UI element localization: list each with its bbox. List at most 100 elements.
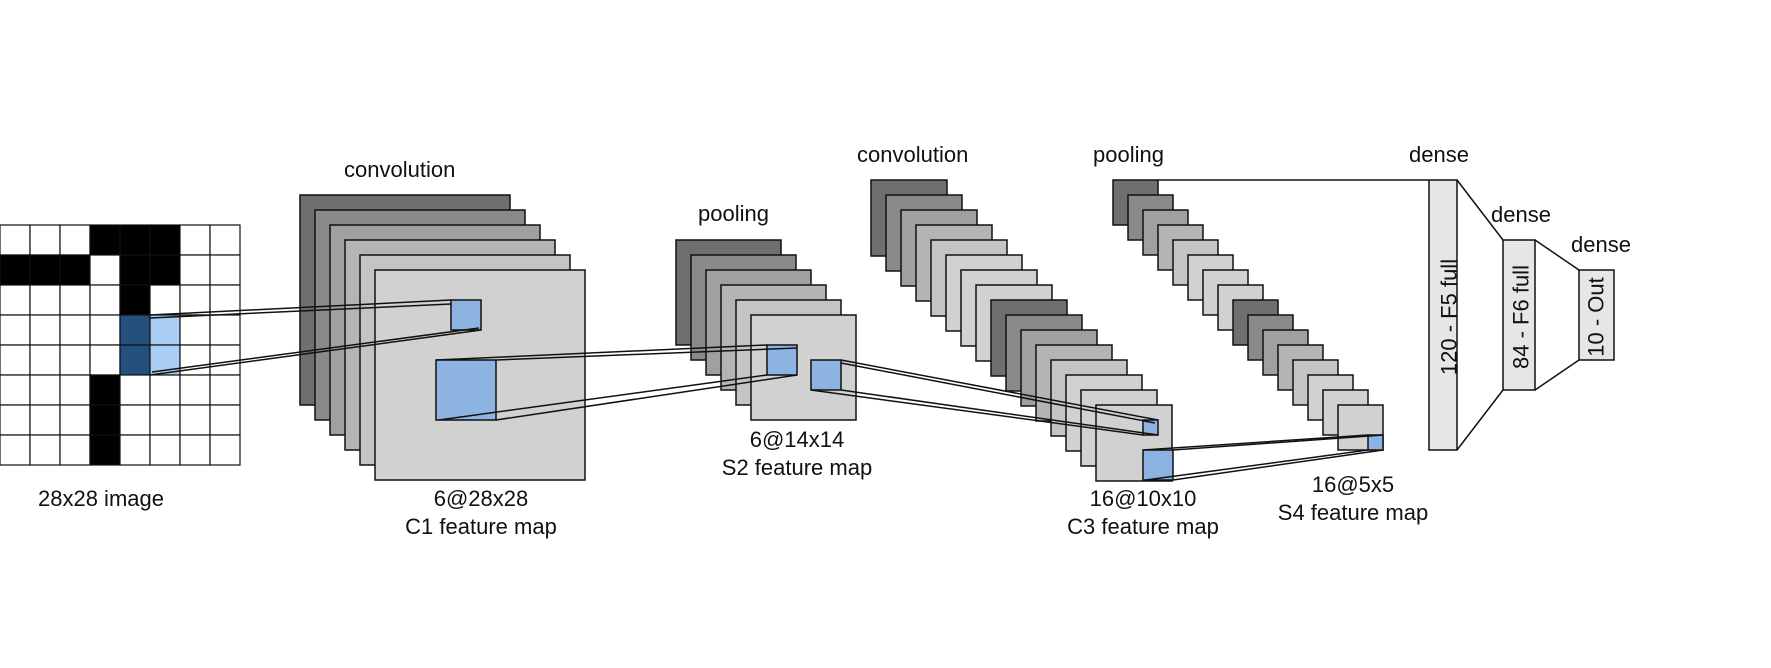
conv1-label: convolution (344, 157, 455, 182)
input-pixel (179, 434, 211, 466)
input-pixel (0, 374, 31, 406)
c3-feature-map-stack (870, 179, 1174, 482)
input-pixel (119, 404, 151, 436)
input-pixel (29, 344, 61, 376)
input-pixel (59, 224, 91, 256)
input-pixel (179, 374, 211, 406)
connector-line (1142, 434, 1369, 451)
connector-line (1172, 434, 1384, 451)
input-pixel (179, 314, 211, 346)
dense2-label: dense (1491, 202, 1551, 227)
input-pixel (0, 404, 31, 436)
input-pixel (0, 284, 31, 316)
input-pixel (29, 314, 61, 346)
out-dense-layer (1578, 269, 1615, 361)
input-pixel (29, 224, 61, 256)
input-pixel (209, 434, 241, 466)
input-pixel (149, 434, 181, 466)
c1-feature-map-stack (299, 194, 586, 481)
input-pixel (29, 284, 61, 316)
c3-kernel-cell (1142, 419, 1159, 436)
input-pixel (209, 374, 241, 406)
input-caption: 28x28 image (38, 486, 164, 511)
input-pixel (149, 374, 181, 406)
input-pixel (149, 284, 181, 316)
input-pixel (59, 314, 91, 346)
input-pixel (89, 314, 121, 346)
input-pixel (0, 314, 31, 346)
input-pixel (0, 434, 31, 466)
input-pixel (209, 344, 241, 376)
input-pixel (119, 374, 151, 406)
f6-label: 84 - F6 full (1509, 265, 1534, 369)
input-pixel (119, 314, 151, 346)
input-pixel (89, 434, 121, 466)
c3-feature-map (1095, 404, 1173, 482)
connector-line (435, 344, 768, 361)
s4-feature-map-stack (1112, 179, 1384, 451)
c1-dims: 6@28x28 (434, 486, 529, 511)
connector-line (840, 359, 1159, 421)
s2-feature-map-stack (675, 239, 857, 421)
connector-line (810, 389, 1144, 436)
input-pixel (179, 224, 211, 256)
input-image-grid (0, 224, 241, 466)
connection-lines (149, 179, 1580, 481)
s4-pool-cell (1367, 434, 1384, 451)
input-pixel (149, 404, 181, 436)
connector-line (495, 347, 798, 361)
f5-label: 120 - F5 full (1437, 259, 1462, 375)
connector-line (1534, 359, 1580, 391)
f6-dense-layer (1502, 239, 1536, 391)
s4-name: S4 feature map (1278, 500, 1428, 525)
connector-line (149, 303, 452, 319)
connector-line (1534, 239, 1580, 271)
out-label: 10 - Out (1584, 277, 1609, 356)
f5-dense-layer (1428, 179, 1458, 451)
input-pixel (29, 374, 61, 406)
s2-pool-cell (766, 344, 798, 376)
s2-name: S2 feature map (722, 455, 872, 480)
s2-kernel-window (810, 359, 842, 391)
pool2-label: pooling (1093, 142, 1164, 167)
input-pixel (59, 254, 91, 286)
input-pixel (119, 284, 151, 316)
connector-line (840, 362, 1156, 424)
connector-line (1172, 449, 1384, 481)
input-pixel (149, 314, 181, 346)
connector-line (149, 329, 482, 376)
c3-dims: 16@10x10 (1090, 486, 1197, 511)
input-pixel (0, 224, 31, 256)
input-pixel (89, 284, 121, 316)
connector-line (1456, 389, 1504, 451)
connector-line (840, 389, 1159, 436)
pool1-label: pooling (698, 201, 769, 226)
input-pixel (0, 344, 31, 376)
input-pixel (29, 434, 61, 466)
input-pixel (29, 404, 61, 436)
input-pixel (179, 404, 211, 436)
input-pixel (119, 224, 151, 256)
s2-dims: 6@14x14 (750, 427, 845, 452)
input-pixel (209, 224, 241, 256)
dense3-label: dense (1571, 232, 1631, 257)
input-pixel (59, 344, 91, 376)
input-pixel (89, 254, 121, 286)
input-pixel (59, 434, 91, 466)
c3-pool-region (1142, 449, 1174, 481)
input-pixel (149, 254, 181, 286)
input-pixel (59, 404, 91, 436)
input-pixel (119, 344, 151, 376)
input-pixel (89, 374, 121, 406)
connector-line (438, 374, 768, 421)
input-pixel (59, 284, 91, 316)
input-pixel (89, 344, 121, 376)
c3-name: C3 feature map (1067, 514, 1219, 539)
c1-name: C1 feature map (405, 514, 557, 539)
input-pixel (0, 254, 31, 286)
input-pixel (119, 254, 151, 286)
c1-pool-region (435, 359, 497, 421)
connector-line (1145, 449, 1369, 481)
